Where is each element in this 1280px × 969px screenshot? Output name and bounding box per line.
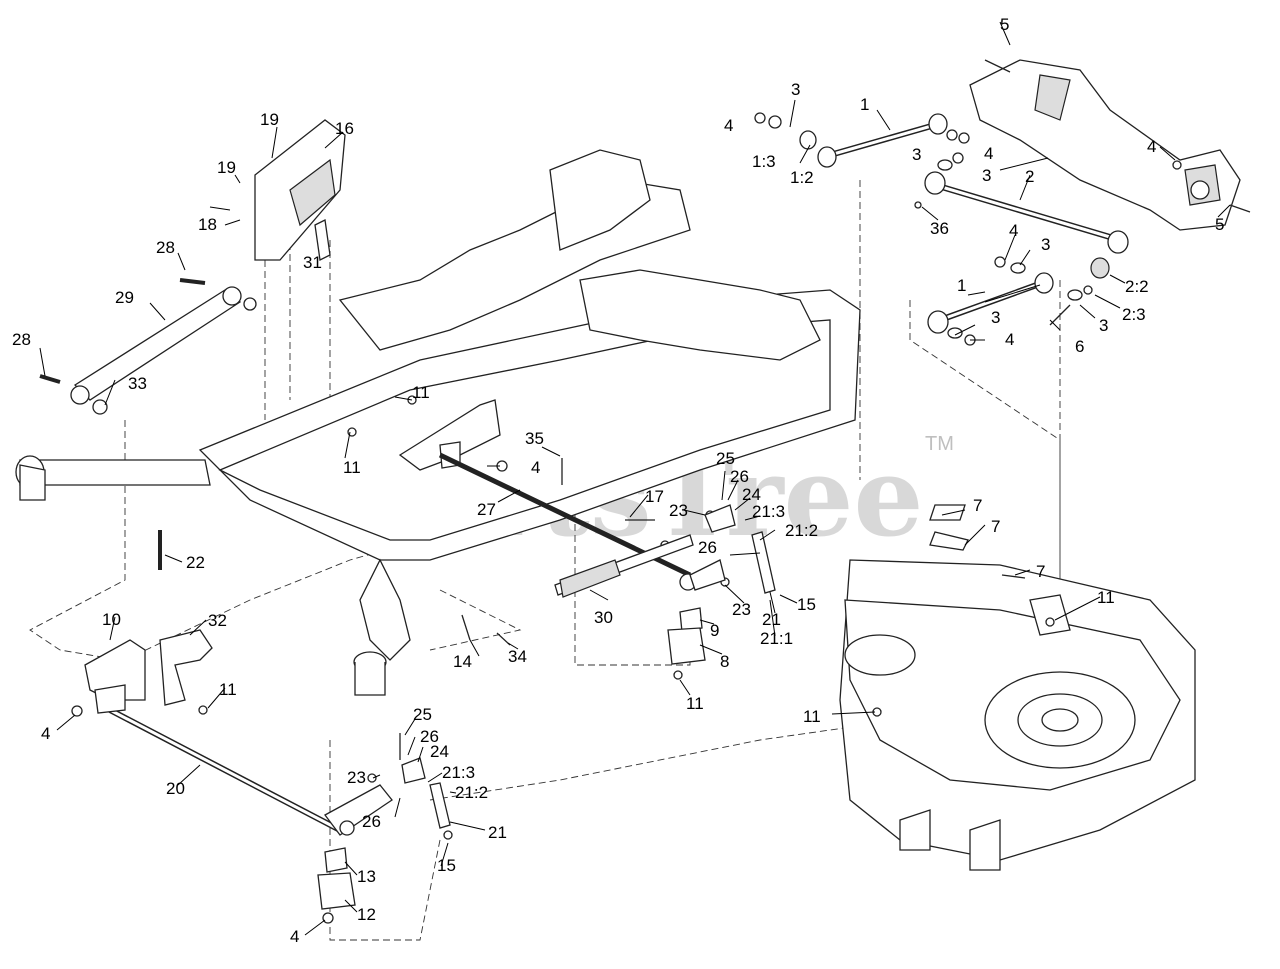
callout-26: 26	[698, 538, 717, 557]
callout-11: 11	[686, 694, 704, 713]
callout-23: 23	[347, 768, 366, 787]
callout-3: 3	[791, 80, 800, 99]
callout-4: 4	[41, 724, 50, 743]
callout-labels: 1 1 1:2 1:3 2 2:2 2:3 3 3 3 3 3 3 4 4 4 …	[12, 15, 1224, 946]
callout-26: 26	[362, 812, 381, 831]
callout-5: 5	[1000, 15, 1009, 34]
callout-19: 19	[260, 110, 279, 129]
main-frame	[15, 149, 861, 696]
callout-30: 30	[594, 608, 613, 627]
callout-7: 7	[1036, 562, 1045, 581]
callout-3: 3	[1099, 316, 1108, 335]
callout-28: 28	[156, 238, 175, 257]
callout-22: 22	[186, 553, 205, 572]
hardware	[71, 59, 1251, 924]
callout-11: 11	[1097, 588, 1115, 607]
callout-9: 9	[710, 621, 719, 640]
callout-2: 2	[1025, 167, 1034, 186]
callout-3: 3	[912, 145, 921, 164]
callout-1-3: 1:3	[752, 152, 776, 171]
deck-hanger-bracket	[969, 59, 1241, 231]
callout-12: 12	[357, 905, 376, 924]
callout-4: 4	[1009, 221, 1018, 240]
callout-10: 10	[102, 610, 121, 629]
callout-34: 34	[508, 647, 527, 666]
callout-1: 1	[860, 95, 869, 114]
callout-4: 4	[290, 927, 299, 946]
callout-11: 11	[412, 383, 430, 402]
callout-4: 4	[984, 144, 993, 163]
callout-11: 11	[343, 458, 361, 477]
callout-6: 6	[1075, 337, 1084, 356]
callout-2-2: 2:2	[1125, 277, 1149, 296]
callout-4: 4	[724, 116, 733, 135]
callout-4: 4	[531, 458, 540, 477]
callout-29: 29	[115, 288, 134, 307]
leader-lines	[39, 21, 1231, 936]
mower-deck	[839, 559, 1196, 871]
callout-2-3: 2:3	[1122, 305, 1146, 324]
watermark-tm: TM	[925, 433, 954, 455]
callout-15: 15	[797, 595, 816, 614]
callout-26: 26	[730, 467, 749, 486]
callout-13: 13	[357, 867, 376, 886]
callout-19: 19	[217, 158, 236, 177]
callout-27: 27	[477, 500, 496, 519]
callout-21-3: 21:3	[442, 763, 475, 782]
callout-7: 7	[991, 517, 1000, 536]
lift-assembly	[39, 119, 776, 910]
callout-14: 14	[453, 652, 472, 671]
callout-23: 23	[669, 501, 688, 520]
callout-16: 16	[335, 119, 354, 138]
callout-25: 25	[716, 449, 735, 468]
deck-links	[799, 113, 1129, 334]
callout-7: 7	[973, 496, 982, 515]
callout-21: 21	[488, 823, 507, 842]
callout-21-2: 21:2	[455, 783, 488, 802]
callout-23: 23	[732, 600, 751, 619]
callout-36: 36	[930, 219, 949, 238]
callout-31: 31	[303, 253, 322, 272]
callout-35: 35	[525, 429, 544, 448]
callout-21-3: 21:3	[752, 502, 785, 521]
callout-11: 11	[803, 707, 821, 726]
callout-25: 25	[413, 705, 432, 724]
callout-32: 32	[208, 611, 227, 630]
callout-11: 11	[219, 680, 237, 699]
callout-1: 1	[957, 276, 966, 295]
callout-5: 5	[1215, 215, 1224, 234]
callout-1-2: 1:2	[790, 168, 814, 187]
callout-21: 21	[762, 610, 781, 629]
callout-28: 28	[12, 330, 31, 349]
callout-3: 3	[1041, 235, 1050, 254]
callout-15: 15	[437, 856, 456, 875]
callout-4: 4	[1005, 330, 1014, 349]
callout-4: 4	[1147, 137, 1156, 156]
callout-18: 18	[198, 215, 217, 234]
callout-21-2: 21:2	[785, 521, 818, 540]
callout-3: 3	[991, 308, 1000, 327]
callout-17: 17	[645, 487, 664, 506]
callout-20: 20	[166, 779, 185, 798]
callout-24: 24	[430, 742, 449, 761]
callout-26: 26	[420, 727, 439, 746]
callout-3: 3	[982, 166, 991, 185]
callout-21-1: 21:1	[760, 629, 793, 648]
callout-24: 24	[742, 485, 761, 504]
callout-8: 8	[720, 652, 729, 671]
callout-33: 33	[128, 374, 147, 393]
